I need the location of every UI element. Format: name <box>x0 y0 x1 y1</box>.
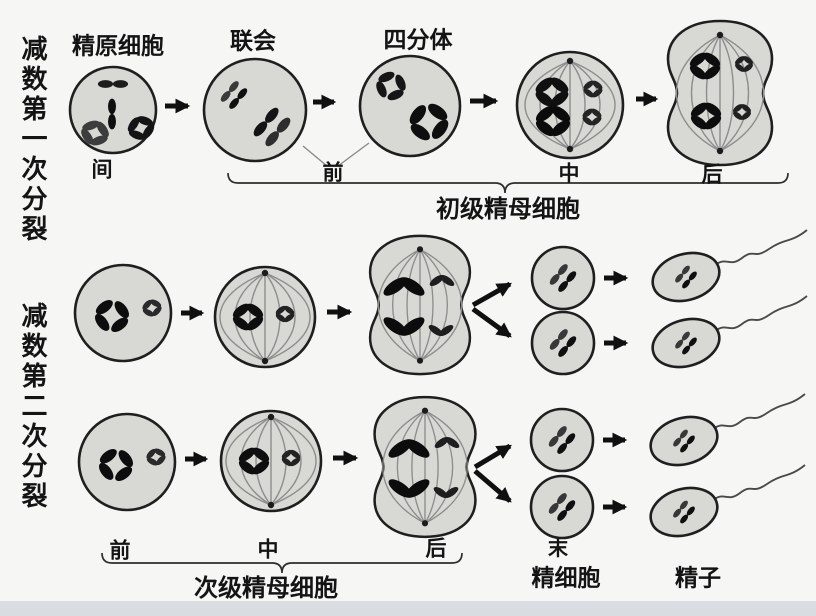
stage-label-telophase-2: 末 <box>548 538 568 560</box>
label-synapsis: 联会 <box>230 27 276 54</box>
sperm-tail <box>714 295 808 332</box>
stage-label-prophase-2: 前 <box>109 539 131 563</box>
sperm-b1 <box>649 393 806 467</box>
cell-metaphase1 <box>515 50 625 160</box>
pointer-line <box>337 142 370 167</box>
brace-label-secondary-spermatocyte: 次级精母细胞 <box>194 575 338 602</box>
stage-label-metaphase-2: 中 <box>257 538 279 562</box>
cell-prophase2-a <box>73 263 173 363</box>
label-spermatid: 精细胞 <box>531 564 601 591</box>
cell-synapsis <box>202 57 308 163</box>
cell-anaphase2-a <box>368 234 472 376</box>
cell-prophase2-b <box>77 412 177 512</box>
label-tetrad: 四分体 <box>383 26 453 53</box>
label-sperm: 精子 <box>675 564 721 591</box>
side-label-meiosis-one: 减数第一次分裂 <box>18 35 48 245</box>
sperm-tail <box>712 464 806 501</box>
cell-metaphase2-b <box>219 409 323 513</box>
stage-label-anaphase-1: 后 <box>701 163 723 187</box>
cell-anaphase1 <box>666 19 774 167</box>
cell-spermatid-a2 <box>530 310 596 376</box>
stage-label-prophase-1: 前 <box>322 161 344 185</box>
sperm-a1 <box>651 229 808 303</box>
sperm-a2 <box>651 295 808 369</box>
footer-strip <box>0 601 816 616</box>
brace-label-primary-spermatocyte: 初级精母细胞 <box>436 196 580 223</box>
fork-arrow-icon <box>473 443 512 470</box>
cell-spermatogonium <box>68 65 160 155</box>
sperm-tail <box>714 229 808 266</box>
pointer-line <box>302 145 328 167</box>
cell-spermatid-a1 <box>530 245 596 311</box>
cell-tetrad <box>358 54 462 158</box>
label-spermatogonium: 精原细胞 <box>72 32 164 59</box>
brace-icon <box>227 172 789 194</box>
brace-icon <box>101 552 463 574</box>
fork-arrow-icon <box>473 469 512 503</box>
cell-spermatid-b1 <box>529 407 595 473</box>
cell-anaphase2-b <box>373 395 477 539</box>
fork-arrow-icon <box>471 281 512 308</box>
sperm-b2 <box>649 464 806 538</box>
stage-label-metaphase-1: 中 <box>558 162 580 186</box>
side-label-meiosis-two: 减数第二次分裂 <box>18 302 48 512</box>
fork-arrow-icon <box>471 306 512 339</box>
cell-metaphase2-a <box>213 265 317 369</box>
stage-label-anaphase-2: 后 <box>425 537 447 561</box>
cell-spermatid-b2 <box>529 474 595 540</box>
stage-label-interphase-1: 间 <box>91 158 113 182</box>
sperm-tail <box>712 393 806 430</box>
